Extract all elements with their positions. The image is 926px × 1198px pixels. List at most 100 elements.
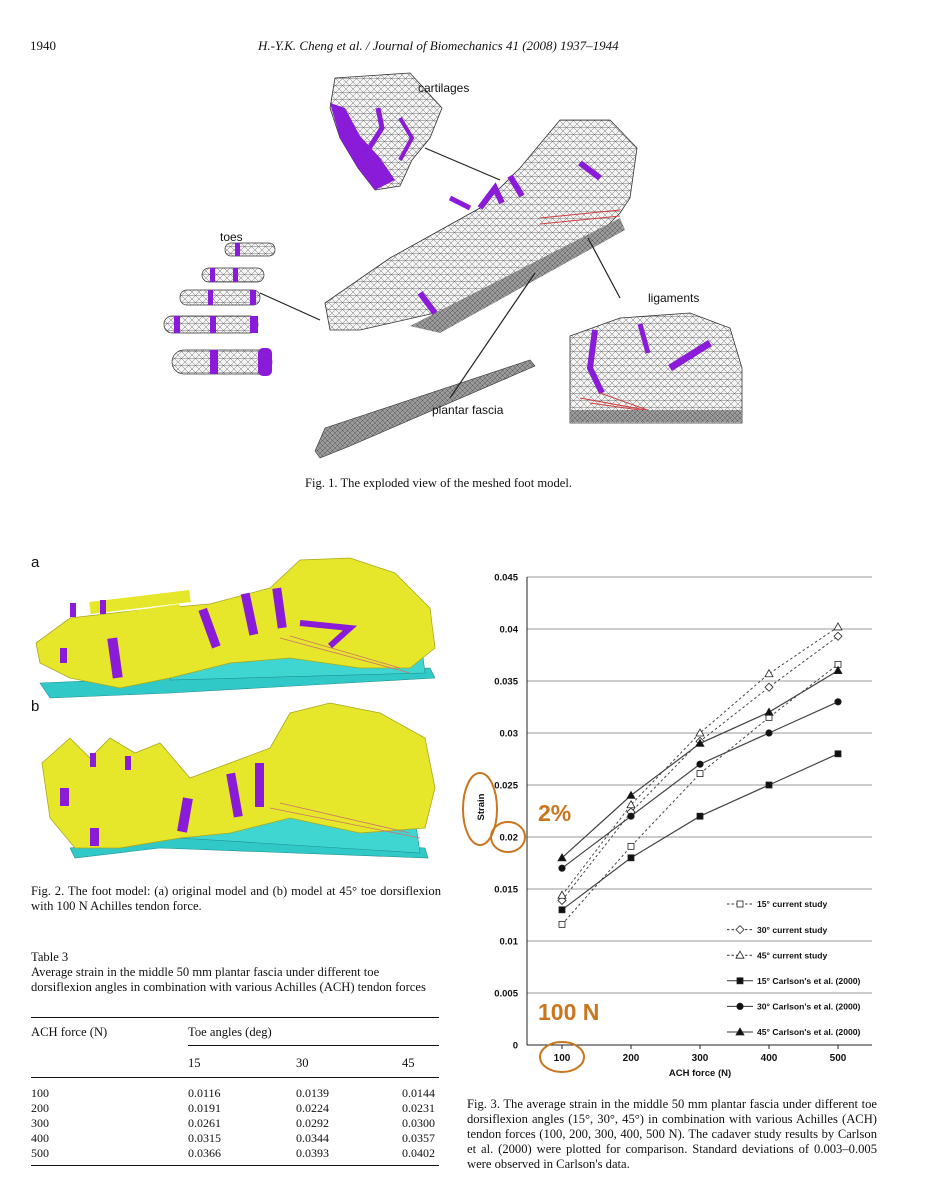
- figure-2-illustration: [35, 557, 436, 859]
- data-point: [695, 728, 705, 737]
- x-tick-label: 400: [761, 1053, 778, 1064]
- data-point: [764, 682, 774, 692]
- data-point: [627, 812, 635, 820]
- data-point: [764, 707, 774, 716]
- data-point: [765, 781, 773, 789]
- ligaments-inset: [569, 312, 743, 424]
- data-point: [834, 698, 842, 706]
- table-row: 200 0.0191 0.0224 0.0231: [31, 1101, 442, 1116]
- legend-entry: 45° current study: [727, 950, 828, 960]
- table-cell: 0.0224: [296, 1101, 329, 1115]
- legend-marker: [736, 977, 744, 985]
- y-tick-label: 0.025: [494, 781, 518, 792]
- data-point: [834, 750, 842, 758]
- table-cell: 0.0315: [188, 1131, 221, 1145]
- series-line: [561, 635, 839, 901]
- leader-lines: [259, 147, 621, 399]
- legend-label: 15° current study: [757, 899, 828, 909]
- chart-annotations: 2%100 N: [462, 772, 599, 1073]
- table-cell: 0.0261: [188, 1116, 221, 1130]
- table-cell: 0.0116: [188, 1086, 221, 1100]
- legend-label: 30° current study: [757, 925, 828, 935]
- table-cell: 0.0144: [402, 1086, 435, 1100]
- legend-entry: 30° Carlson's et al. (2000): [727, 1002, 861, 1012]
- chart-axes: 00.0050.010.0150.020.0250.030.0350.040.0…: [476, 573, 872, 1079]
- table-cell: 0.0191: [188, 1101, 221, 1115]
- table-cell: 500: [31, 1146, 49, 1160]
- plantar-fascia-piece: [314, 359, 536, 459]
- figure-1-caption: Fig. 1. The exploded view of the meshed …: [305, 476, 572, 490]
- data-point: [696, 812, 704, 820]
- figure-1-illustration: [163, 72, 743, 459]
- subheader-15: 15: [188, 1056, 201, 1070]
- cartilages-inset: [329, 72, 443, 191]
- panel-b-label: b: [31, 698, 40, 715]
- data-point: [558, 864, 566, 872]
- foot-model-original: [35, 557, 436, 699]
- data-point: [557, 890, 567, 899]
- figure-3-caption: Fig. 3. The average strain in the middle…: [467, 1097, 877, 1171]
- table-cell: 0.0366: [188, 1146, 221, 1160]
- series-5: [558, 698, 842, 872]
- y-tick-label: 0.005: [494, 989, 518, 1000]
- series-2: [557, 631, 843, 906]
- tick-0.02-circle: [490, 821, 526, 853]
- table-row: 300 0.0261 0.0292 0.0300: [31, 1116, 442, 1131]
- page-number: 1940: [30, 38, 56, 53]
- label-toes: toes: [220, 230, 243, 244]
- table-cell: 400: [31, 1131, 49, 1145]
- table-row: 500 0.0366 0.0393 0.0402: [31, 1146, 442, 1161]
- series-4: [558, 750, 842, 914]
- label-plantar-fascia: plantar fascia: [432, 403, 504, 417]
- series-1: [558, 660, 842, 928]
- y-tick-label: 0.04: [500, 625, 519, 636]
- table-mid-rule: [31, 1077, 439, 1078]
- data-point: [558, 906, 566, 914]
- table-3-title: Table 3: [31, 950, 69, 964]
- table-3-body: 100 0.0116 0.0139 0.0144 200 0.0191 0.02…: [31, 1086, 442, 1161]
- table-cell: 0.0357: [402, 1131, 435, 1145]
- y-tick-label: 0.015: [494, 885, 518, 896]
- table-cell: 0.0231: [402, 1101, 435, 1115]
- legend-entry: 30° current study: [727, 925, 828, 935]
- x-tick-label: 500: [830, 1053, 847, 1064]
- legend-label: 15° Carlson's et al. (2000): [757, 976, 861, 986]
- y-tick-label: 0: [513, 1041, 518, 1052]
- x-tick-label: 100: [554, 1053, 571, 1064]
- figure-3-chart: 00.0050.010.0150.020.0250.030.0350.040.0…: [462, 573, 872, 1079]
- table-top-rule: [31, 1017, 439, 1018]
- series-3: [557, 622, 843, 899]
- figure-2-caption: Fig. 2. The foot model: (a) original mod…: [31, 884, 441, 913]
- y-tick-label: 0.02: [500, 833, 519, 844]
- series-line: [561, 626, 839, 896]
- table-bottom-rule: [31, 1165, 439, 1166]
- strain-label-circle: [462, 772, 498, 846]
- y-axis-label: Strain: [476, 793, 487, 820]
- legend-marker: [735, 1027, 745, 1036]
- data-point: [626, 790, 636, 799]
- chart-legend: 15° current study 30° current study 45° cu…: [727, 899, 861, 1037]
- series-line: [561, 753, 839, 911]
- x-tick-label: 200: [623, 1053, 640, 1064]
- tick-100-circle: [539, 1041, 585, 1073]
- table-row: 400 0.0315 0.0344 0.0357: [31, 1131, 442, 1146]
- annotation-2-percent: 2%: [538, 800, 571, 826]
- legend-entry: 45° Carlson's et al. (2000): [727, 1027, 861, 1037]
- legend-marker: [735, 925, 745, 935]
- table-cell: 0.0402: [402, 1146, 435, 1160]
- y-tick-label: 0.035: [494, 677, 518, 688]
- table-cell: 100: [31, 1086, 49, 1100]
- table-cell: 0.0344: [296, 1131, 329, 1145]
- data-point: [558, 920, 566, 928]
- table-row: 100 0.0116 0.0139 0.0144: [31, 1086, 442, 1101]
- table-cell: 200: [31, 1101, 49, 1115]
- table-cell: 0.0300: [402, 1116, 435, 1130]
- data-point: [696, 760, 704, 768]
- col-header-ach: ACH force (N): [31, 1025, 108, 1039]
- data-point: [696, 770, 704, 777]
- running-title: H.-Y.K. Cheng et al. / Journal of Biomec…: [258, 38, 619, 53]
- chart-series: [557, 622, 843, 928]
- data-point: [557, 852, 567, 862]
- series-6: [557, 665, 843, 862]
